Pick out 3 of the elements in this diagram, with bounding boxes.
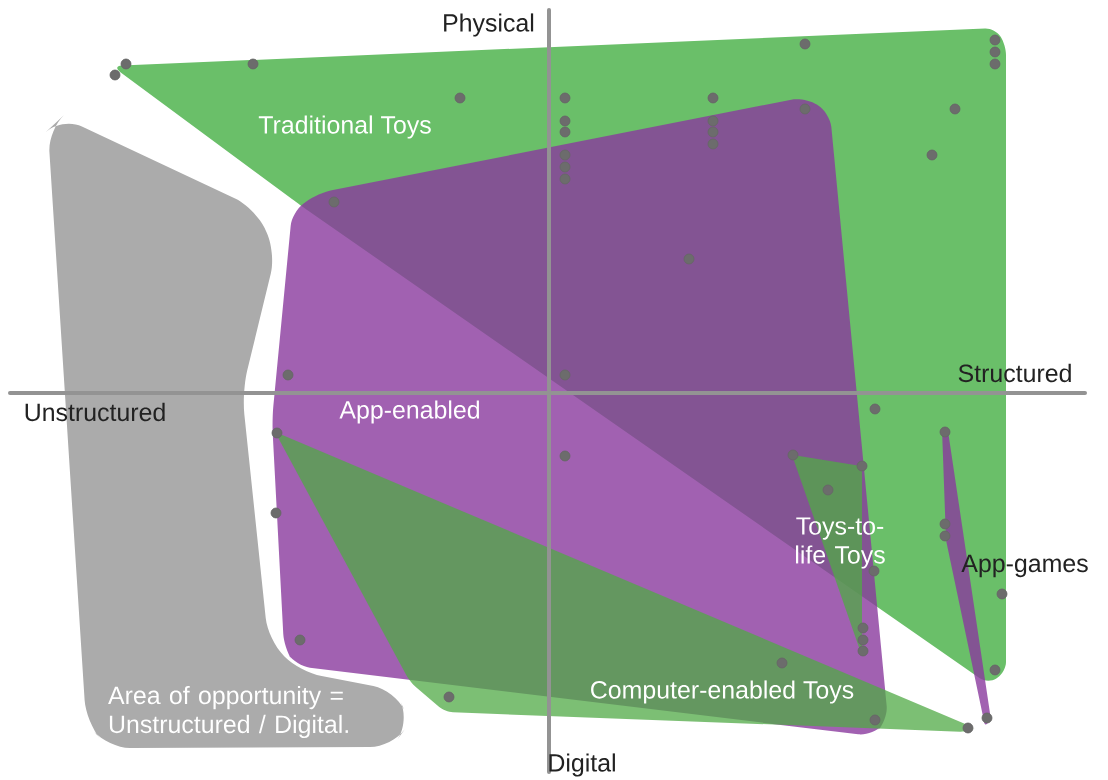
axis-label: Physical <box>444 13 534 37</box>
category-area: Toys-to-life Toys <box>793 455 885 654</box>
axis-label: Digital <box>549 753 615 777</box>
